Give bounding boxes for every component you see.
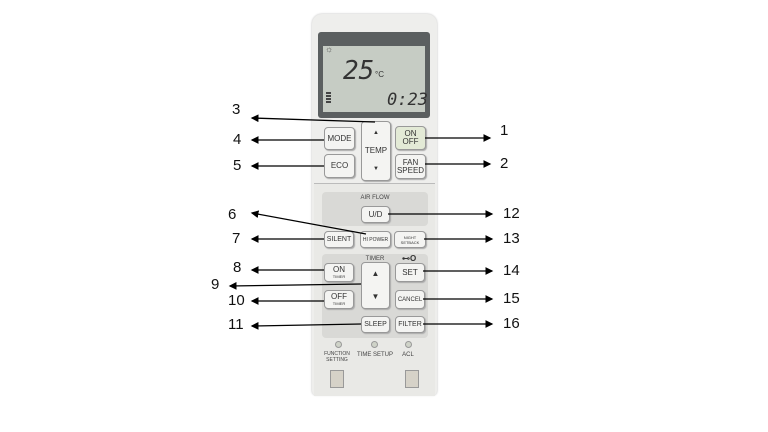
eco-label: ECO — [330, 161, 349, 170]
callout-4: 4 — [233, 131, 242, 148]
off-label: OFF — [402, 137, 419, 146]
callout-16: 16 — [503, 315, 520, 332]
temp-down-icon: ▼ — [373, 166, 379, 172]
callout-2: 2 — [500, 155, 509, 172]
sun-icon: ☼ — [325, 44, 334, 54]
off-timer-label: OFF — [331, 292, 347, 301]
callout-15: 15 — [503, 290, 520, 307]
callout-6: 6 — [228, 206, 237, 223]
callout-3: 3 — [232, 101, 241, 118]
hinge-right — [405, 370, 419, 388]
night-label: NIGHT — [403, 234, 417, 240]
lcd-unit: °C — [375, 70, 384, 79]
lcd-time: 0:23 — [387, 90, 428, 110]
callout-1: 1 — [500, 122, 509, 139]
airflow-label: AIR FLOW — [360, 195, 390, 201]
callout-10: 10 — [228, 292, 245, 309]
timer-up-down-button[interactable]: ▲▼ — [361, 262, 390, 309]
on-timer-label: ON — [333, 265, 345, 274]
set-label: SET — [402, 267, 418, 277]
silent-button[interactable]: SILENT — [324, 231, 354, 248]
ud-button[interactable]: U/D — [361, 206, 390, 223]
sleep-button[interactable]: SLEEP — [361, 316, 390, 333]
hinge-left — [330, 370, 344, 388]
time-setup-hole[interactable] — [371, 341, 378, 348]
off-timer-sub: TIMER — [332, 301, 346, 306]
setting-label: SETTING — [326, 357, 348, 363]
cancel-label: CANCEL — [397, 296, 423, 303]
timer-down-icon[interactable]: ▼ — [371, 291, 380, 301]
mode-label: MODE — [327, 133, 352, 143]
acl-hole[interactable] — [405, 341, 412, 348]
temp-button[interactable]: ▲ TEMP ▼ — [361, 121, 391, 181]
callout-8: 8 — [233, 259, 242, 276]
lcd-display: ☼ 25 °C 0:23 — [323, 44, 428, 112]
acl-label: ACL — [402, 352, 414, 358]
silent-label: SILENT — [326, 235, 352, 243]
timer-label: TIMER — [365, 256, 385, 262]
ud-label: U/D — [368, 209, 383, 219]
on-timer-sub: TIMER — [332, 274, 346, 279]
mode-button[interactable]: MODE — [324, 127, 355, 150]
temp-label: TEMP — [364, 146, 388, 155]
filter-label: FILTER — [398, 320, 422, 328]
fan-label: FAN — [402, 157, 419, 167]
setback-label: SETBACK — [400, 239, 420, 245]
function-setting-hole[interactable] — [335, 341, 342, 348]
timer-up-icon[interactable]: ▲ — [371, 269, 380, 279]
fan-level-icon — [326, 92, 331, 104]
callout-12: 12 — [503, 205, 520, 222]
speed-label: SPEED — [396, 165, 425, 175]
callout-11: 11 — [228, 316, 244, 333]
lock-icon: ⊷O — [402, 254, 417, 263]
function-label: FUNCTION — [324, 351, 350, 357]
callout-5: 5 — [233, 157, 242, 174]
hi-power-button[interactable]: HI POWER — [360, 231, 391, 248]
eco-button[interactable]: ECO — [324, 154, 355, 178]
lcd-temperature: 25 — [343, 56, 375, 86]
sleep-label: SLEEP — [364, 320, 387, 328]
temp-up-icon: ▲ — [373, 130, 379, 136]
callout-7: 7 — [232, 230, 241, 247]
hi-power-label: HI POWER — [362, 236, 389, 243]
on-label: ON — [404, 129, 417, 138]
set-button[interactable]: SET — [395, 263, 425, 282]
callout-14: 14 — [503, 262, 520, 279]
time-setup-label: TIME SETUP — [356, 352, 393, 358]
callout-13: 13 — [503, 230, 520, 247]
callout-9: 9 — [211, 276, 220, 293]
